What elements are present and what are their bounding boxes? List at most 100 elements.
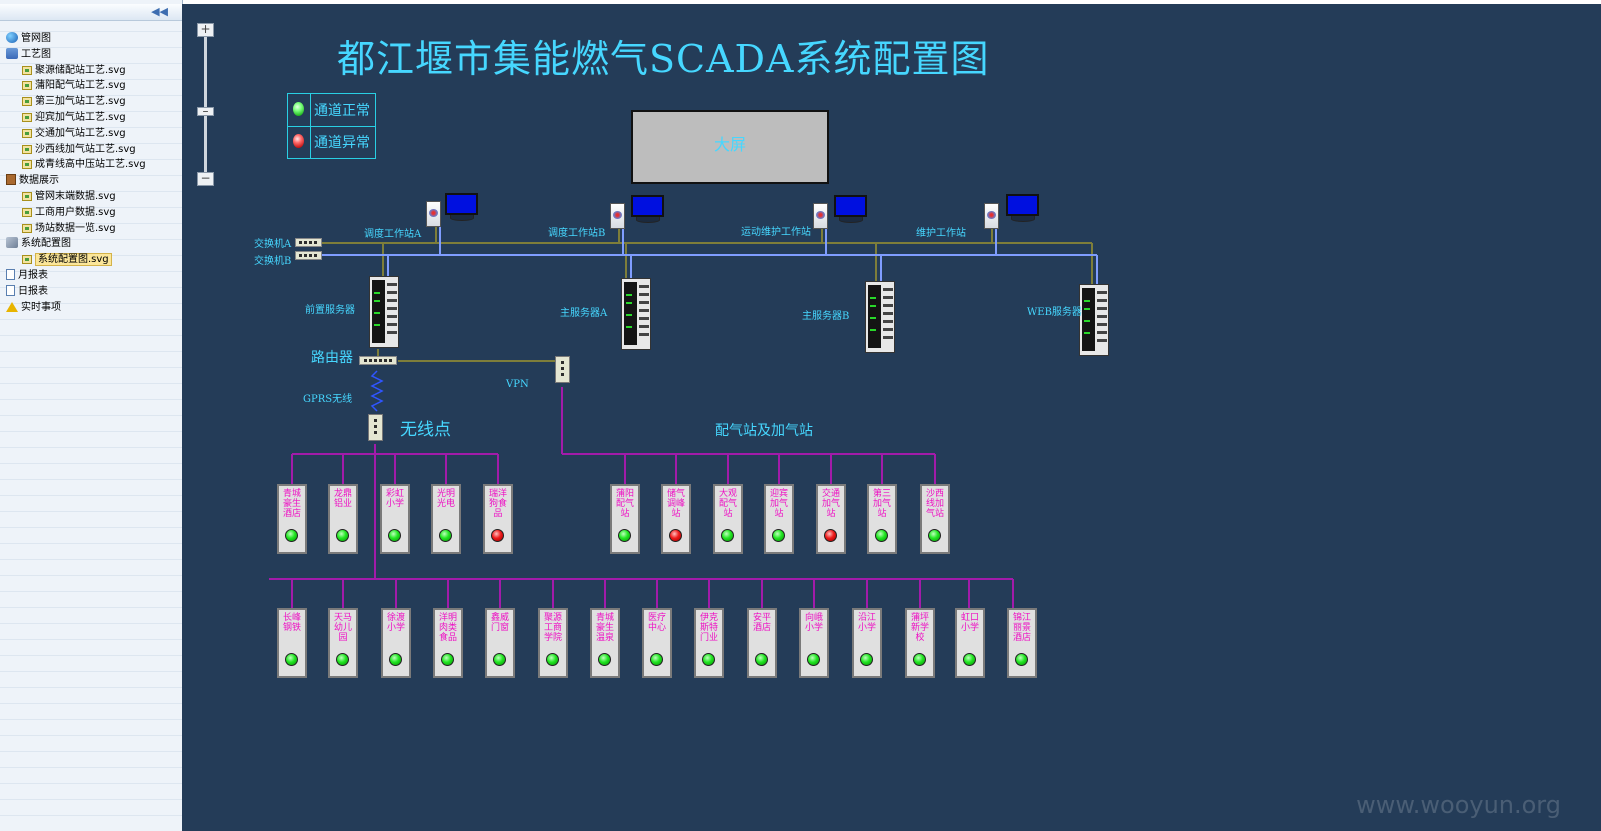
router-icon[interactable]	[359, 356, 397, 365]
tree-item[interactable]: 迎宾加气站工艺.svg	[22, 110, 126, 125]
tree-item[interactable]: 工商用户数据.svg	[22, 205, 116, 220]
tree-item[interactable]: 日报表	[6, 284, 48, 299]
tree-item[interactable]: 管网末端数据.svg	[22, 189, 116, 204]
tree-item[interactable]: 实时事项	[6, 300, 61, 315]
workstation-tower-icon[interactable]	[426, 201, 441, 227]
web-server-icon[interactable]	[1079, 284, 1109, 356]
station-card[interactable]: 聚源工商学院	[538, 608, 568, 678]
status-ok-indicator	[807, 653, 820, 666]
station-card[interactable]: 锦江丽景酒店	[1007, 608, 1037, 678]
svg-file-icon	[22, 113, 32, 122]
station-card[interactable]: 徐渡小学	[381, 608, 411, 678]
tree-item[interactable]: 系统配置图	[6, 236, 71, 251]
station-card[interactable]: 沙西线加气站	[920, 484, 950, 554]
status-legend: 通道正常 通道异常	[287, 93, 376, 159]
station-name: 大观配气站	[718, 489, 737, 519]
station-card[interactable]: 迎宾加气站	[764, 484, 794, 554]
red-status-icon	[293, 134, 304, 148]
tree-item[interactable]: 管网图	[6, 31, 51, 46]
status-ok-indicator	[755, 653, 768, 666]
station-name: 光明光电	[436, 489, 455, 509]
zoom-slider-track[interactable]	[204, 30, 207, 180]
station-card[interactable]: 虹口小学	[955, 608, 985, 678]
tree-item[interactable]: 数据展示	[6, 173, 59, 188]
station-card[interactable]: 蒲阳配气站	[610, 484, 640, 554]
tree-item[interactable]: 第三加气站工艺.svg	[22, 94, 126, 109]
tree-item[interactable]: 场站数据一览.svg	[22, 221, 116, 236]
tree-item[interactable]: 聚源储配站工艺.svg	[22, 63, 126, 78]
workstation-tower-icon[interactable]	[984, 203, 999, 229]
green-status-icon	[293, 102, 304, 116]
zoom-in-button[interactable]: +	[197, 23, 214, 37]
station-card[interactable]: 鑫威门窗	[485, 608, 515, 678]
monitor-icon[interactable]	[445, 193, 478, 215]
vpn-label: VPN	[506, 379, 529, 390]
station-card[interactable]: 蒲坪新学校	[905, 608, 935, 678]
switch-b-icon[interactable]	[295, 251, 322, 260]
tree-item[interactable]: 成青线高中压站工艺.svg	[22, 157, 146, 172]
station-card[interactable]: 储气调峰站	[661, 484, 691, 554]
zoom-slider-handle[interactable]: –	[197, 105, 214, 117]
station-card[interactable]: 天马幼儿园	[328, 608, 358, 678]
station-card[interactable]: 交通加气站	[816, 484, 846, 554]
station-card[interactable]: 洋明肉类食品	[433, 608, 463, 678]
page-title: 都江堰市集能燃气SCADA系统配置图	[337, 37, 990, 81]
monitor-icon[interactable]	[834, 195, 867, 217]
front-end-server-icon[interactable]	[369, 276, 399, 348]
tree-item[interactable]: 交通加气站工艺.svg	[22, 126, 126, 141]
station-name: 青城豪生酒店	[282, 489, 301, 519]
tree-item-label: 月报表	[18, 270, 48, 281]
monitor-icon[interactable]	[631, 195, 664, 217]
svg-file-icon	[22, 160, 32, 170]
monitor-stand-icon	[1011, 216, 1035, 222]
workstation-tower-icon[interactable]	[813, 203, 828, 229]
status-ok-indicator	[493, 653, 506, 666]
tree-item-label: 沙西线加气站工艺.svg	[35, 143, 136, 155]
status-ok-indicator	[439, 529, 452, 542]
server-label: WEB服务器	[1027, 307, 1082, 318]
monitor-icon[interactable]	[1006, 194, 1039, 216]
station-card[interactable]: 瑞洋狗食品	[483, 484, 513, 554]
station-card[interactable]: 沿江小学	[852, 608, 882, 678]
station-card[interactable]: 青城豪生酒店	[277, 484, 307, 554]
tree-item[interactable]: 蒲阳配气站工艺.svg	[22, 78, 126, 93]
switch-a-icon[interactable]	[295, 238, 322, 247]
switch-label: 交换机A	[254, 239, 292, 250]
station-card[interactable]: 大观配气站	[713, 484, 743, 554]
main-server-b-icon[interactable]	[865, 281, 895, 353]
network-wiring	[269, 226, 1098, 608]
station-card[interactable]: 第三加气站	[867, 484, 897, 554]
station-card[interactable]: 青城豪生温泉	[590, 608, 620, 678]
main-server-a-icon[interactable]	[621, 278, 651, 350]
station-card[interactable]: 向峨小学	[799, 608, 829, 678]
status-ok-indicator	[963, 653, 976, 666]
tree-item[interactable]: 月报表	[6, 268, 48, 283]
workstation-label: 调度工作站B	[548, 228, 606, 239]
station-card[interactable]: 龙鼎铝业	[328, 484, 358, 554]
station-card[interactable]: 彩虹小学	[380, 484, 410, 554]
router-links	[377, 349, 556, 362]
status-alarm-indicator	[491, 529, 504, 542]
wireless-point-icon[interactable]	[368, 414, 383, 441]
station-card[interactable]: 医疗中心	[642, 608, 672, 678]
station-card[interactable]: 光明光电	[431, 484, 461, 554]
big-screen-display[interactable]: 大屏	[631, 110, 829, 184]
vpn-device-icon[interactable]	[555, 356, 570, 383]
legend-label: 通道正常	[314, 103, 370, 119]
tree-item[interactable]: 系统配置图.svg	[22, 252, 112, 267]
tree-item-label: 迎宾加气站工艺.svg	[35, 112, 126, 123]
station-card[interactable]: 长峰钢铁	[277, 608, 307, 678]
station-card[interactable]: 伊克斯特门业	[694, 608, 724, 678]
tree-item[interactable]: 工艺图	[6, 47, 51, 62]
station-name: 沿江小学	[857, 613, 876, 633]
svg-file-icon	[22, 207, 32, 217]
station-name: 医疗中心	[647, 613, 666, 633]
zoom-out-button[interactable]: −	[197, 172, 214, 186]
workstation-tower-icon[interactable]	[610, 203, 625, 229]
tree-item-label: 聚源储配站工艺.svg	[35, 64, 126, 76]
station-name: 第三加气站	[872, 489, 891, 519]
tree-item[interactable]: 沙西线加气站工艺.svg	[22, 142, 136, 157]
status-ok-indicator	[1015, 653, 1028, 666]
collapse-sidebar-icon[interactable]: ◀◀	[151, 5, 168, 18]
station-card[interactable]: 安平酒店	[747, 608, 777, 678]
